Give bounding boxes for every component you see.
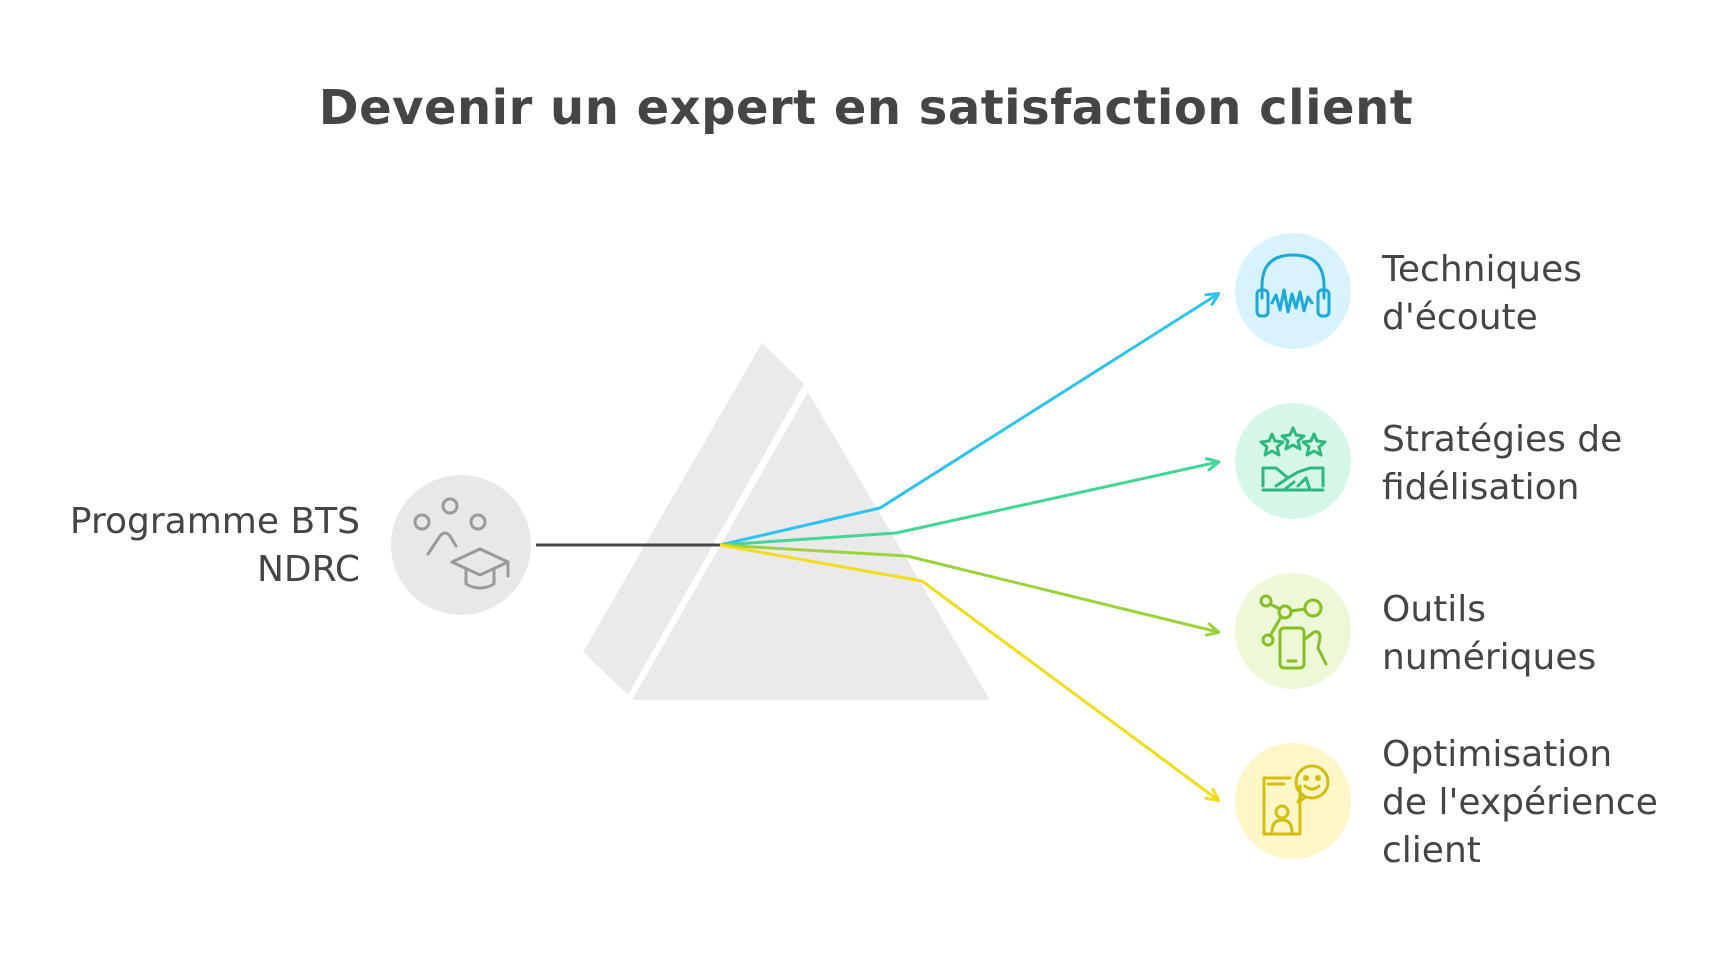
ray-optimisation — [719, 543, 1218, 800]
graduation-cap-icon — [413, 497, 510, 590]
client-experience-icon — [1262, 764, 1330, 836]
prism-edge — [628, 387, 808, 699]
output-node-optimisation — [1235, 743, 1351, 859]
digital-tools-icon — [1259, 594, 1328, 670]
prism-front-face — [632, 392, 990, 700]
diagram-title: Devenir un expert en satisfaction client — [318, 80, 1414, 136]
output-label-line: Stratégies de — [1382, 419, 1623, 460]
ray-outils — [719, 543, 1218, 632]
prism-back-face — [583, 343, 804, 695]
source-circle — [391, 475, 531, 615]
output-circle-techniques — [1235, 233, 1351, 349]
output-label-strategies: Stratégies de fidélisation — [1382, 416, 1722, 512]
stars-handshake-icon — [1259, 426, 1327, 492]
ray-strategies — [719, 462, 1218, 547]
output-circle-strategies — [1235, 403, 1351, 519]
output-label-techniques: Techniques d'écoute — [1382, 246, 1722, 342]
output-label-line: Techniques — [1382, 249, 1583, 290]
output-label-outils: Outils numériques — [1382, 586, 1722, 682]
prism — [583, 343, 990, 700]
source-node — [391, 475, 531, 615]
output-label-line: fidélisation — [1382, 467, 1580, 508]
output-label-line: numériques — [1382, 637, 1597, 678]
output-label-line: de l'expérience — [1382, 782, 1658, 823]
output-rays — [719, 294, 1218, 800]
output-label-line: d'écoute — [1382, 297, 1538, 338]
output-label-optimisation: Optimisation de l'expérience client — [1382, 731, 1722, 875]
output-label-line: Optimisation — [1382, 734, 1613, 775]
output-node-outils — [1235, 573, 1351, 689]
output-label-line: client — [1382, 830, 1481, 871]
source-label-line: NDRC — [256, 549, 360, 590]
headphones-icon — [1255, 253, 1331, 318]
output-circle-optimisation — [1235, 743, 1351, 859]
output-label-line: Outils — [1382, 589, 1487, 630]
output-node-strategies — [1235, 403, 1351, 519]
output-circle-outils — [1235, 573, 1351, 689]
source-label-line: Programme BTS — [69, 501, 360, 542]
ray-techniques — [719, 294, 1218, 547]
source-label: Programme BTS NDRC — [20, 498, 360, 594]
output-node-techniques — [1235, 233, 1351, 349]
